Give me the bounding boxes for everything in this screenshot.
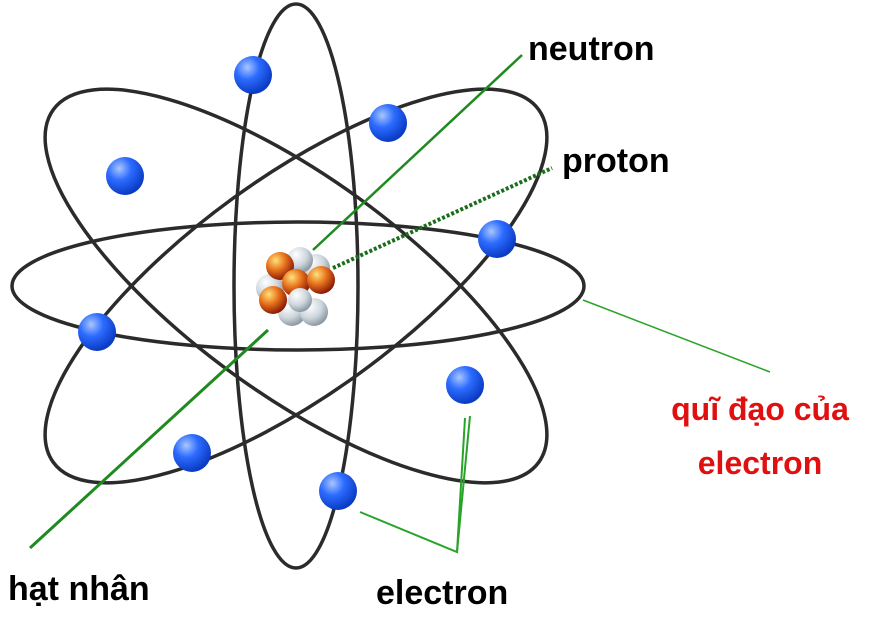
orbit-diagonal-left (43, 87, 549, 485)
orbit-diagonal-right (43, 87, 549, 485)
nucleus (256, 247, 335, 326)
electron-ball (234, 56, 272, 94)
electron-ball (478, 220, 516, 258)
orbits (10, 2, 586, 570)
leader-neutron (312, 54, 523, 251)
label-electron: electron (376, 574, 508, 612)
electron-ball (106, 157, 144, 195)
electron-ball (173, 434, 211, 472)
leader-orbit (582, 299, 771, 373)
electron-ball (319, 472, 357, 510)
electrons (78, 56, 516, 510)
electron-ball (446, 366, 484, 404)
leader-lines (28, 54, 771, 554)
leader-electron-bracket-2 (456, 417, 466, 553)
label-orbit-line1: quĩ đạo của (671, 391, 849, 427)
electron-ball (369, 104, 407, 142)
neutron-ball (288, 288, 312, 312)
label-proton: proton (562, 142, 670, 180)
label-nucleus: hạt nhân (8, 570, 150, 608)
label-neutron: neutron (528, 30, 655, 68)
proton-ball (307, 266, 335, 294)
proton-ball (259, 286, 287, 314)
orbit-vertical (232, 2, 360, 570)
leader-electron-bracket (359, 415, 471, 554)
label-orbit-line2: electron (698, 445, 822, 481)
leader-nucleus (28, 328, 270, 550)
orbit-horizontal (10, 220, 586, 352)
leader-proton (332, 166, 553, 270)
electron-ball (78, 313, 116, 351)
